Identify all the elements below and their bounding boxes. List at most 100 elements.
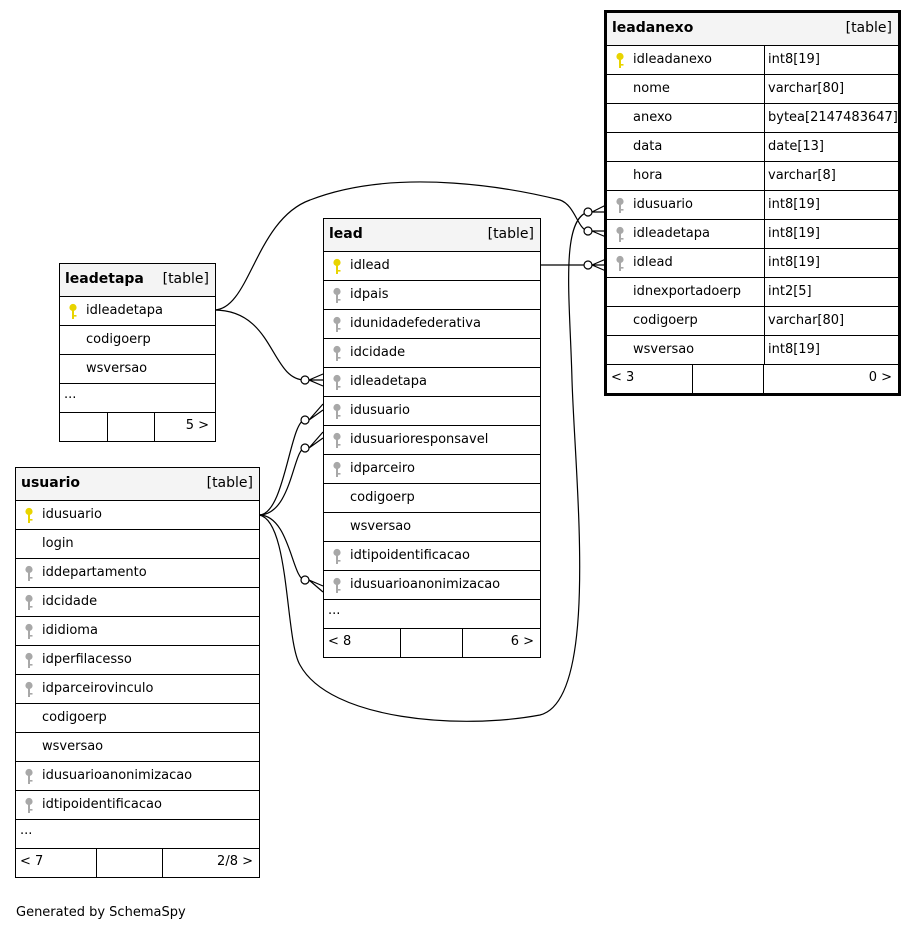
column-name: hora <box>633 168 663 183</box>
column-name: codigoerp <box>350 490 415 505</box>
foreign-key-icon <box>24 681 34 698</box>
column-row[interactable]: codigoerp <box>16 704 259 733</box>
column-row[interactable]: wsversao <box>60 355 215 384</box>
edge-usuario-leadanexo-idusuario <box>258 211 589 722</box>
column-row[interactable]: idusuarioanonimizacao <box>324 571 540 600</box>
more-columns-row[interactable]: ... <box>324 600 540 629</box>
footer-parents-count[interactable]: < 3 <box>611 370 635 385</box>
column-name: idusuario <box>633 197 693 212</box>
footer-children-count[interactable]: 0 > <box>868 370 892 385</box>
column-row[interactable]: idparceiro <box>324 455 540 484</box>
column-name: idparceirovinculo <box>42 681 154 696</box>
column-row[interactable]: idleadetapa <box>324 368 540 397</box>
column-name: idtipoidentificacao <box>350 548 470 563</box>
edge-leadetapa-lead <box>213 309 306 381</box>
column-row[interactable]: codigoerp <box>324 484 540 513</box>
column-name: idtipoidentificacao <box>42 797 162 812</box>
edge-end-circle <box>300 575 310 585</box>
column-row[interactable]: idperfilacesso <box>16 646 259 675</box>
table-header: leadetapa [table] <box>60 264 215 297</box>
column-name: idparceiro <box>350 461 415 476</box>
foreign-key-icon <box>332 577 342 594</box>
column-row[interactable]: login <box>16 530 259 559</box>
crowfoot-marker <box>591 230 607 238</box>
column-type: int8[19] <box>764 336 898 364</box>
column-row[interactable]: idusuario <box>324 397 540 426</box>
footer-parents-count[interactable]: < 7 <box>20 854 44 869</box>
footer-children-count[interactable]: 2/8 > <box>217 854 253 869</box>
column-row[interactable]: codigoerp <box>60 326 215 355</box>
edge-leadetapa-leadanexo <box>213 181 589 311</box>
column-row[interactable]: idusuarioanonimizacao <box>16 762 259 791</box>
edge-end-circle <box>300 375 310 385</box>
more-columns-label: ... <box>328 603 341 618</box>
column-row[interactable]: idlead <box>324 252 540 281</box>
foreign-key-icon <box>615 255 625 272</box>
table-kind: [table] <box>487 226 534 242</box>
edge-end-circle <box>583 207 593 217</box>
more-columns-row[interactable]: ... <box>16 820 259 849</box>
column-row[interactable]: idpais <box>324 281 540 310</box>
column-type: int8[19] <box>764 249 898 277</box>
foreign-key-icon <box>332 374 342 391</box>
foreign-key-icon <box>24 797 34 814</box>
column-name: idusuarioresponsavel <box>350 432 489 447</box>
column-row[interactable]: wsversao <box>324 513 540 542</box>
footer-parents-count[interactable]: < 8 <box>328 634 352 649</box>
edge-end-circle <box>583 226 593 236</box>
table-name: leadetapa <box>65 271 144 287</box>
more-columns-row[interactable]: ... <box>60 384 215 413</box>
column-name: wsversao <box>42 739 104 754</box>
column-row[interactable]: iddepartamento <box>16 559 259 588</box>
primary-key-icon <box>68 303 78 320</box>
primary-key-icon <box>615 52 625 69</box>
column-row[interactable]: idtipoidentificacao <box>16 791 259 820</box>
edge-usuario-lead-idusuarioanonimizacao <box>258 514 306 581</box>
crowfoot-marker <box>308 403 324 421</box>
column-name: idusuarioanonimizacao <box>350 577 501 592</box>
column-row[interactable]: ididioma <box>16 617 259 646</box>
foreign-key-icon <box>332 461 342 478</box>
column-row[interactable]: idusuario <box>16 501 259 530</box>
column-name: codigoerp <box>633 313 698 328</box>
column-row[interactable]: wsversao <box>16 733 259 762</box>
foreign-key-icon <box>332 345 342 362</box>
column-row[interactable]: idcidade <box>324 339 540 368</box>
footer-children-count[interactable]: 6 > <box>510 634 534 649</box>
table-name: usuario <box>21 475 81 491</box>
edge-end-circle <box>583 260 593 270</box>
column-type: int8[19] <box>764 46 898 74</box>
column-row[interactable]: idparceirovinculo <box>16 675 259 704</box>
column-type: varchar[80] <box>764 307 898 335</box>
footer-children-count[interactable]: 5 > <box>185 418 209 433</box>
crowfoot-marker <box>308 431 324 449</box>
foreign-key-icon <box>615 226 625 243</box>
column-row[interactable]: idcidade <box>16 588 259 617</box>
column-name: wsversao <box>350 519 412 534</box>
foreign-key-icon <box>332 403 342 420</box>
column-row[interactable]: idleadetapa <box>60 297 215 326</box>
column-row[interactable]: idusuarioresponsavel <box>324 426 540 455</box>
column-row[interactable]: idunidadefederativa <box>324 310 540 339</box>
column-row[interactable]: idtipoidentificacao <box>324 542 540 571</box>
table-header: lead [table] <box>324 219 540 252</box>
column-row[interactable]: codigoerp varchar[80] <box>607 307 898 336</box>
column-type: date[13] <box>764 133 898 161</box>
column-name: ididioma <box>42 623 98 638</box>
